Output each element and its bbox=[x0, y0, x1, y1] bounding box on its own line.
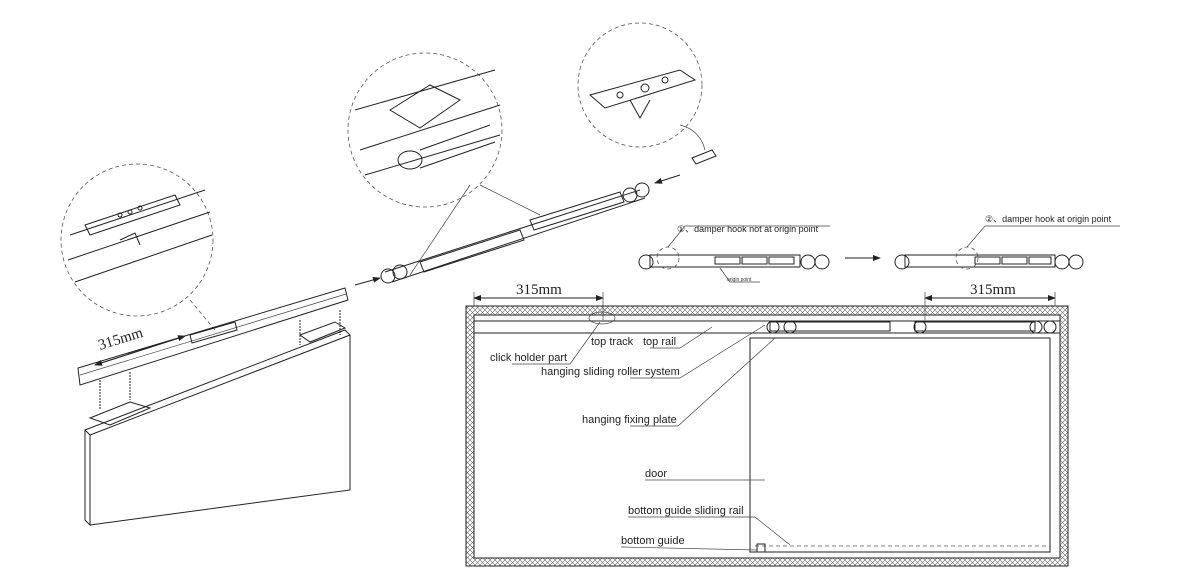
magnifier-detail-center bbox=[347, 52, 541, 276]
magnifier-detail-left bbox=[60, 163, 216, 331]
damper-state-1-label: ①、damper hook not at origin point bbox=[677, 224, 819, 234]
bottom-guide-label: bottom guide bbox=[621, 535, 685, 547]
callouts: top track top rail click holder part han… bbox=[490, 321, 791, 551]
left-top-track: 315mm bbox=[77, 287, 349, 410]
click-holder-part-label: click holder part bbox=[490, 352, 567, 364]
installed-roller-system bbox=[766, 320, 1057, 334]
frame-dimension-left-label: 315mm bbox=[516, 282, 562, 298]
top-track-label: top track bbox=[591, 336, 634, 348]
frame-dimensions: 315mm 315mm bbox=[473, 282, 1056, 320]
door-leaf bbox=[749, 337, 1051, 553]
origin-point-label: origin point bbox=[727, 277, 752, 283]
magnifier-detail-right bbox=[577, 22, 717, 165]
damper-state-2: ②、damper hook at origin point bbox=[894, 214, 1120, 270]
hanging-fixing-plate-label: hanging fixing plate bbox=[582, 414, 677, 426]
bottom-guide-sliding-rail-label: bottom guide sliding rail bbox=[628, 505, 744, 517]
left-door-panel bbox=[84, 321, 351, 527]
frame-dimension-right-label: 315mm bbox=[970, 282, 1016, 298]
damper-state-2-label: ②、damper hook at origin point bbox=[985, 214, 1112, 224]
exploded-roller-system bbox=[354, 174, 681, 286]
door-frame bbox=[465, 305, 1069, 567]
damper-state-1: ①、damper hook not at origin point origin… bbox=[638, 224, 830, 283]
hanging-sliding-roller-system-label: hanging sliding roller system bbox=[541, 366, 680, 378]
door-label: door bbox=[645, 468, 667, 480]
top-rail-label: top rail bbox=[643, 336, 676, 348]
